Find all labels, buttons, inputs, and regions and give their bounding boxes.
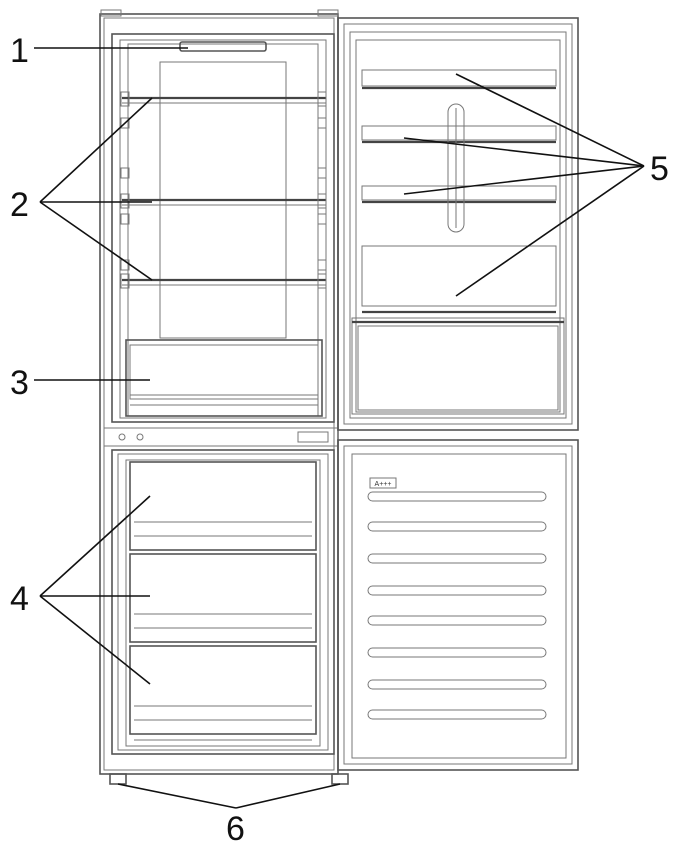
lamp [179,41,267,52]
fridge-door-outline [337,17,579,431]
leader-5 [403,73,645,297]
shelf-bottom [122,278,326,286]
callout-5: 5 [650,150,669,188]
foot-right [331,773,349,785]
shelf-supports [120,91,327,289]
fridge-compartment-frame [111,33,335,423]
fridge-liner-inner [127,43,319,417]
leader-lines [34,47,645,809]
top-hinge-right [317,9,339,17]
cabinet-outline [99,13,339,775]
leader-2 [39,97,153,281]
freezer-compartment-frame [111,449,335,755]
callout-4: 4 [10,580,29,618]
freezer-door: A+++ [337,439,579,771]
fridge-door [337,17,579,431]
foot-left [109,773,127,785]
shelf-middle [122,198,326,206]
cabinet [99,9,339,775]
shelf-top [122,96,326,104]
indicator-light [136,433,144,441]
door-balcony-4 [361,245,557,314]
freezer-door-outline [337,439,579,771]
leader-4 [39,495,151,685]
door-balcony-2 [361,125,557,144]
callout-1: 1 [10,32,29,70]
callout-numbers: 1 2 3 4 5 6 [10,32,669,845]
egg-tray [447,103,465,233]
door-balcony-3 [361,185,557,204]
freezer-drawer-bottom [129,645,317,735]
callout-3: 3 [10,364,29,402]
cabinet-inner-outline [103,17,335,771]
door-gasket [343,23,573,425]
crisper-drawer [125,339,323,417]
energy-label: A+++ [369,477,397,489]
fridge-compartment [111,33,335,423]
freezer-liner [117,453,329,751]
door-ribs [367,491,547,720]
control-strip [103,427,339,447]
control-panel [297,431,329,443]
door-bottle-bin [351,317,565,415]
freezer-door-gasket [343,445,573,765]
indicator-light [118,433,126,441]
energy-label-text: A+++ [375,481,392,488]
callout-2: 2 [10,186,29,224]
top-hinge-left [100,9,122,17]
freezer-compartment [111,449,335,755]
fridge-liner [119,39,327,419]
freezer-drawer-top [129,461,317,551]
door-balcony-1 [361,69,557,90]
callout-6: 6 [226,810,245,845]
freezer-drawer-middle [129,553,317,643]
feet [109,773,349,785]
leader-6 [117,783,341,809]
